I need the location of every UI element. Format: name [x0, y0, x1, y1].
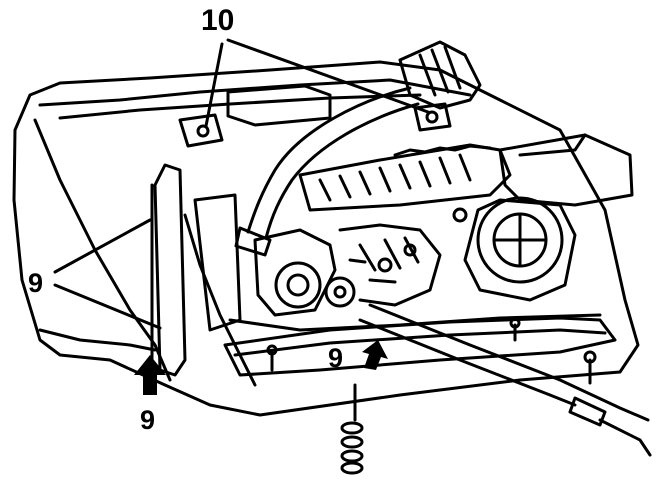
bracket-left [178, 113, 224, 148]
adjuster-rod [368, 303, 650, 422]
screw-10-right [425, 110, 439, 124]
washer-1 [340, 421, 364, 435]
gear-large-hub [286, 273, 310, 297]
callout-9-left: 9 [28, 268, 44, 298]
pivot-2 [403, 243, 417, 257]
tray-screw-3-head [583, 350, 597, 364]
linkage-detail [348, 236, 420, 284]
tray-screw-2-head [509, 317, 521, 329]
rod-end [568, 396, 607, 427]
gear-large [274, 261, 322, 309]
leader-line-10-a [204, 42, 224, 128]
connector-plug-ribs [418, 45, 462, 97]
screw-10-left [196, 124, 210, 138]
motor-housing [476, 196, 564, 284]
washer-4 [340, 461, 364, 475]
cable-tube-end [234, 226, 272, 257]
board-top-row [393, 144, 492, 157]
arrow-up-left [134, 355, 166, 395]
pivot-1 [377, 257, 393, 273]
gear-small [324, 276, 356, 308]
leader-line-10-b [226, 38, 430, 114]
pivot-3 [452, 207, 468, 223]
left-panel [153, 163, 187, 377]
top-relay-block [226, 84, 332, 127]
linkage-arms [338, 223, 442, 307]
tray-screw-1-head [266, 344, 278, 356]
front-face-lower [38, 328, 157, 352]
leader-line-9-a [53, 218, 152, 274]
bottom-tray [223, 316, 617, 377]
rod-end-2 [598, 418, 652, 457]
tray-lip [233, 328, 607, 357]
cable-tube-inner [264, 102, 420, 240]
board-pins [318, 153, 472, 202]
gear-small-hub [333, 285, 347, 299]
housing-outline [12, 60, 640, 417]
callout-10: 10 [201, 4, 235, 37]
control-module-edge [518, 133, 587, 157]
front-face-edge [33, 118, 172, 382]
leader-line-9-b [53, 283, 162, 330]
motor-spoke [492, 212, 548, 268]
top-rim [38, 78, 472, 107]
adjuster-rod-2 [358, 318, 577, 407]
callout-9-center: 9 [328, 343, 344, 373]
circuit-board [298, 143, 512, 212]
arrow-center [362, 340, 388, 370]
left-panel-inner [183, 213, 257, 387]
callout-9-bottom-left: 9 [140, 405, 156, 435]
top-rim-inner [58, 93, 422, 120]
washer-2 [340, 435, 364, 449]
gear-bracket [253, 228, 337, 317]
connector-plug [398, 40, 482, 110]
washer-3 [340, 449, 364, 463]
motor-mount [463, 198, 577, 302]
cable-tube-outer [246, 86, 412, 234]
control-module [498, 133, 634, 207]
